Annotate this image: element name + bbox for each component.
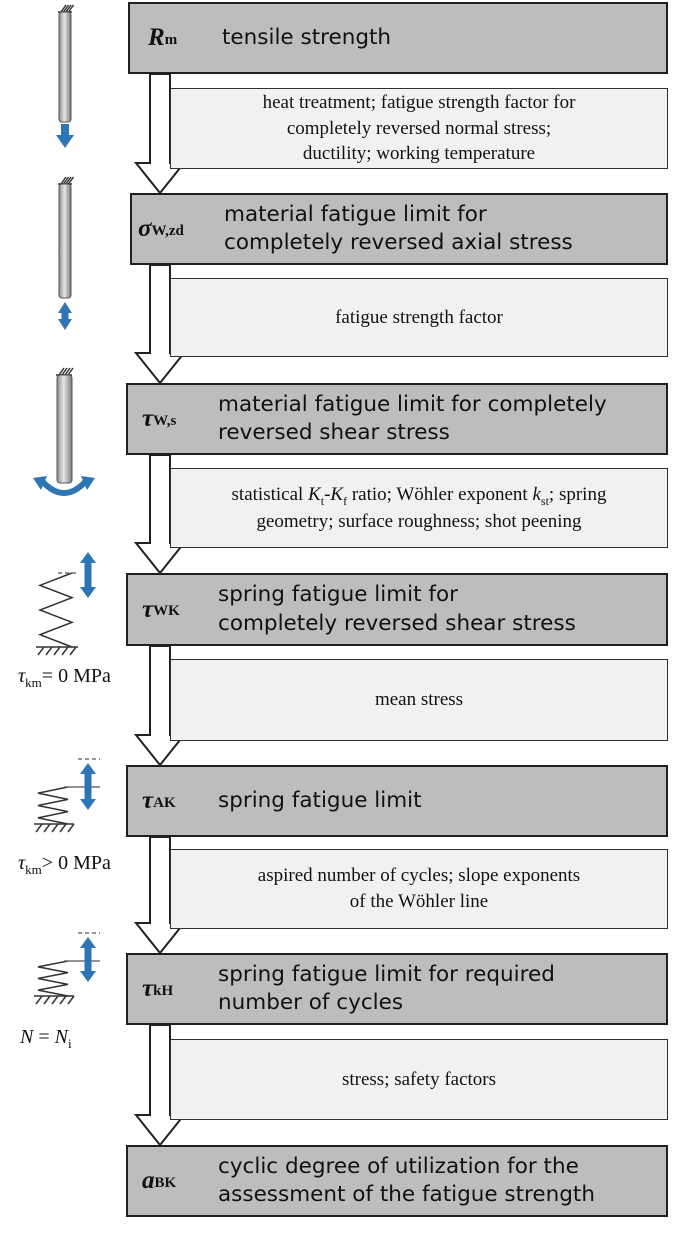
stage-description: spring fatigue limit	[218, 787, 422, 813]
side-icons	[33, 4, 100, 1005]
factor-box-fatigue-strength-factor: fatigue strength factor	[170, 278, 668, 357]
condition-label-required-cycles: N = Ni	[20, 1026, 72, 1051]
factor-box-heat-treatment: heat treatment; fatigue strength factor …	[170, 88, 668, 169]
factor-box-safety-factors: stress; safety factors	[170, 1039, 668, 1120]
condition-label-zero-mean-stress: τkm= 0 MPa	[18, 665, 111, 690]
tension-specimen-icon	[56, 4, 75, 148]
axial-specimen-icon	[58, 176, 75, 330]
stage-description: tensile strength	[222, 24, 392, 50]
factor-box-number-of-cycles: aspired number of cycles; slope exponent…	[170, 849, 668, 929]
spring-zero-mean-icon	[36, 552, 96, 656]
torsion-specimen-icon	[33, 367, 95, 496]
condition-label-positive-mean-stress: τkm> 0 MPa	[18, 852, 111, 877]
spring-cycles-icon	[34, 932, 100, 1005]
factor-box-mean-stress: mean stress	[170, 659, 668, 741]
factor-box-kt-kf-ratio: statistical Kt-Kf ratio; Wöhler exponent…	[170, 468, 668, 548]
spring-positive-mean-icon	[34, 758, 100, 833]
